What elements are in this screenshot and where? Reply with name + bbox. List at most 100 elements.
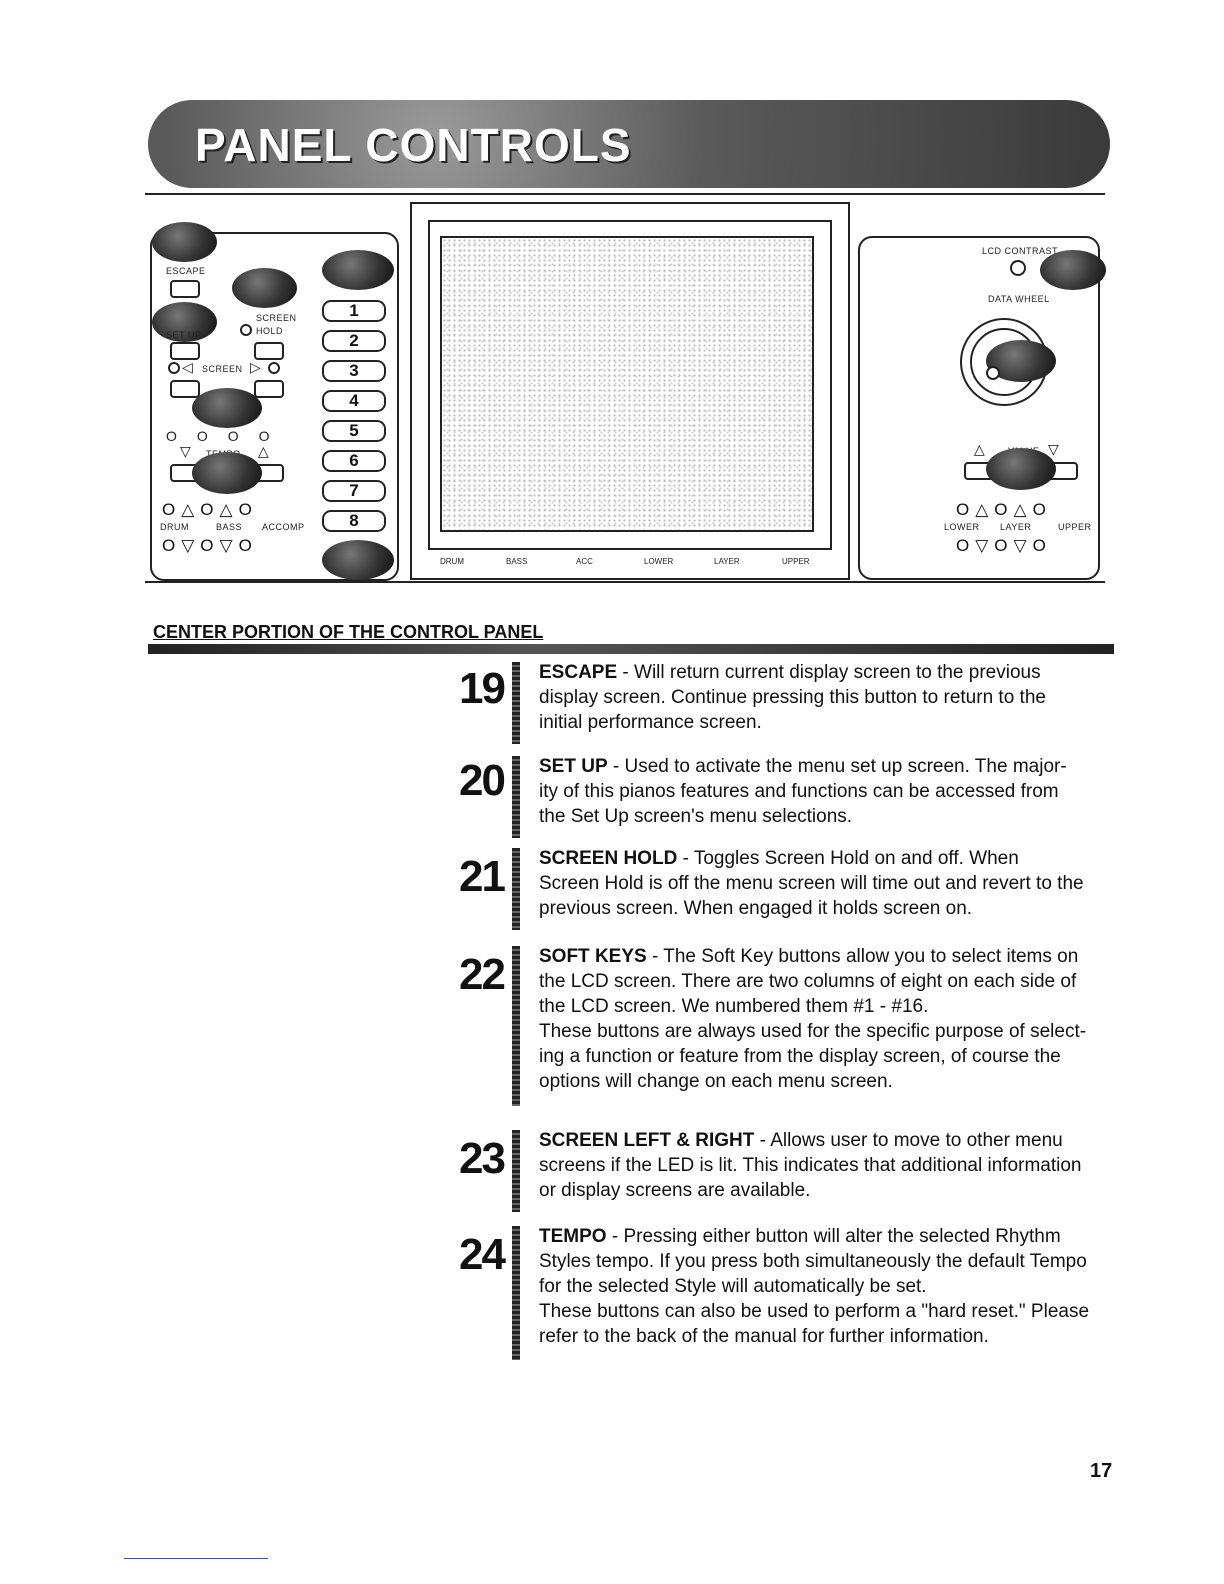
item-line: display screen. Continue pressing this b…: [539, 687, 1046, 708]
escape-button-marker: [152, 222, 217, 262]
item-marker-bar: [512, 662, 520, 744]
item-title: SCREEN LEFT & RIGHT: [539, 1130, 755, 1151]
item-line: initial performance screen.: [539, 712, 762, 733]
item-marker-bar: [512, 946, 520, 1106]
screen-hold-label-2: HOLD: [256, 326, 284, 336]
setup-marker: [152, 302, 217, 342]
item-line: refer to the back of the manual for furt…: [539, 1326, 989, 1347]
tempo-leds: OOOO: [166, 428, 290, 444]
screen-hold-marker: [232, 268, 297, 308]
lcd-contrast-label: LCD CONTRAST: [982, 246, 1059, 256]
divider: [145, 581, 1105, 583]
softkey-7[interactable]: 7: [322, 480, 386, 502]
softkey-2[interactable]: 2: [322, 330, 386, 352]
item-line: Screen Hold is off the menu screen will …: [539, 873, 1084, 894]
screen-left-arrow-icon: ◁: [182, 359, 193, 375]
item-title: SOFT KEYS: [539, 946, 647, 967]
lcd-contrast-marker: [1040, 250, 1106, 290]
item-line: Will return current display screen to th…: [634, 662, 1041, 683]
item-marker-bar: [512, 1226, 520, 1360]
section-heading: CENTER PORTION OF THE CONTROL PANEL: [153, 622, 544, 642]
item-title: SET UP: [539, 756, 608, 777]
lcd-label-upper: UPPER: [782, 557, 810, 566]
setup-button[interactable]: [170, 342, 200, 360]
upper-label: UPPER: [1058, 522, 1092, 532]
softkey-8[interactable]: 8: [322, 510, 386, 532]
escape-button[interactable]: [170, 280, 200, 298]
softkeys-left-bottom-marker: [322, 540, 394, 580]
item-description: SET UP - Used to activate the menu set u…: [539, 756, 1067, 827]
item-line: the LCD screen. We numbered them #1 - #1…: [539, 996, 929, 1017]
item-line: Allows user to move to other menu: [770, 1130, 1063, 1151]
lcd-label-layer: LAYER: [714, 557, 740, 566]
section-bar: [148, 644, 1114, 654]
item-number: 19: [459, 664, 506, 713]
softkey-1[interactable]: 1: [322, 300, 386, 322]
item-line: Used to activate the menu set up screen.…: [624, 756, 1067, 777]
screen-left-button[interactable]: [170, 380, 200, 398]
item-line: These buttons are always used for the sp…: [539, 1021, 1087, 1042]
item-line: These buttons can also be used to perfor…: [539, 1301, 1090, 1322]
item-line: for the selected Style will automaticall…: [539, 1276, 927, 1297]
page-number: 17: [1090, 1460, 1113, 1482]
header-banner: [148, 100, 1110, 188]
right-control-frame: [858, 236, 1100, 580]
item-line: Styles tempo. If you press both simultan…: [539, 1251, 1087, 1272]
item-line: the Set Up screen's menu selections.: [539, 806, 853, 827]
footer-rule: [124, 1558, 268, 1559]
volume-up-row: O△O△O: [162, 500, 258, 519]
part-volume-up-row: O△O△O: [956, 500, 1052, 519]
lcd-label-lower: LOWER: [644, 557, 674, 566]
item-number: 23: [459, 1134, 506, 1183]
item-title: TEMPO: [539, 1226, 607, 1247]
accomp-label: ACCOMP: [262, 522, 305, 532]
item-line: The Soft Key buttons allow you to select…: [663, 946, 1079, 967]
lcd-label-bass: BASS: [506, 557, 528, 566]
screen-right-button[interactable]: [254, 380, 284, 398]
item-description: SCREEN HOLD - Toggles Screen Hold on and…: [539, 848, 1084, 919]
volume-down-row: O▽O▽O: [162, 536, 258, 555]
bass-label: BASS: [216, 522, 243, 532]
softkey-6[interactable]: 6: [322, 450, 386, 472]
layer-label: LAYER: [1000, 522, 1032, 532]
softkey-4[interactable]: 4: [322, 390, 386, 412]
item-line: previous screen. When engaged it holds s…: [539, 898, 973, 919]
item-line: the LCD screen. There are two columns of…: [539, 971, 1077, 992]
lcd-screen: [440, 236, 814, 532]
divider: [145, 193, 1105, 195]
softkey-3[interactable]: 3: [322, 360, 386, 382]
item-line: or display screens are available.: [539, 1180, 811, 1201]
item-number: 20: [459, 756, 506, 805]
item-line: options will change on each menu screen.: [539, 1071, 893, 1092]
softkey-column-left: 1 2 3 4 5 6 7 8: [322, 300, 386, 532]
tempo-up-icon: △: [258, 443, 269, 459]
lower-label: LOWER: [944, 522, 980, 532]
item-description: SOFT KEYS - The Soft Key buttons allow y…: [539, 946, 1087, 1092]
value-down-icon: △: [974, 441, 985, 457]
tempo-marker: [192, 452, 262, 494]
item-number: 24: [459, 1230, 506, 1279]
value-marker: [986, 448, 1056, 490]
screen-right-led: [268, 362, 280, 374]
item-line: ing a function or feature from the displ…: [539, 1046, 1061, 1067]
data-wheel-dimple: [986, 366, 1000, 380]
item-marker-bar: [512, 756, 520, 838]
value-up-icon: ▽: [1048, 441, 1059, 457]
softkey-5[interactable]: 5: [322, 420, 386, 442]
part-volume-down-row: O▽O▽O: [956, 536, 1052, 555]
page-title: PANEL CONTROLS: [195, 119, 632, 171]
item-marker-bar: [512, 848, 520, 930]
item-title: SCREEN HOLD: [539, 848, 678, 869]
screen-hold-label: SCREEN: [256, 313, 297, 323]
item-line: Pressing either button will alter the se…: [623, 1226, 1061, 1247]
screen-hold-button[interactable]: [254, 342, 284, 360]
screen-right-arrow-icon: ▷: [250, 359, 261, 375]
data-wheel-label: DATA WHEEL: [988, 294, 1050, 304]
screen-hold-led: [240, 324, 252, 336]
drum-label: DRUM: [160, 522, 189, 532]
item-number: 22: [459, 950, 506, 999]
screen-label: SCREEN: [202, 364, 243, 374]
item-title: ESCAPE: [539, 662, 618, 683]
tempo-down-icon: ▽: [180, 443, 191, 459]
lcd-contrast-knob[interactable]: [1010, 260, 1026, 276]
